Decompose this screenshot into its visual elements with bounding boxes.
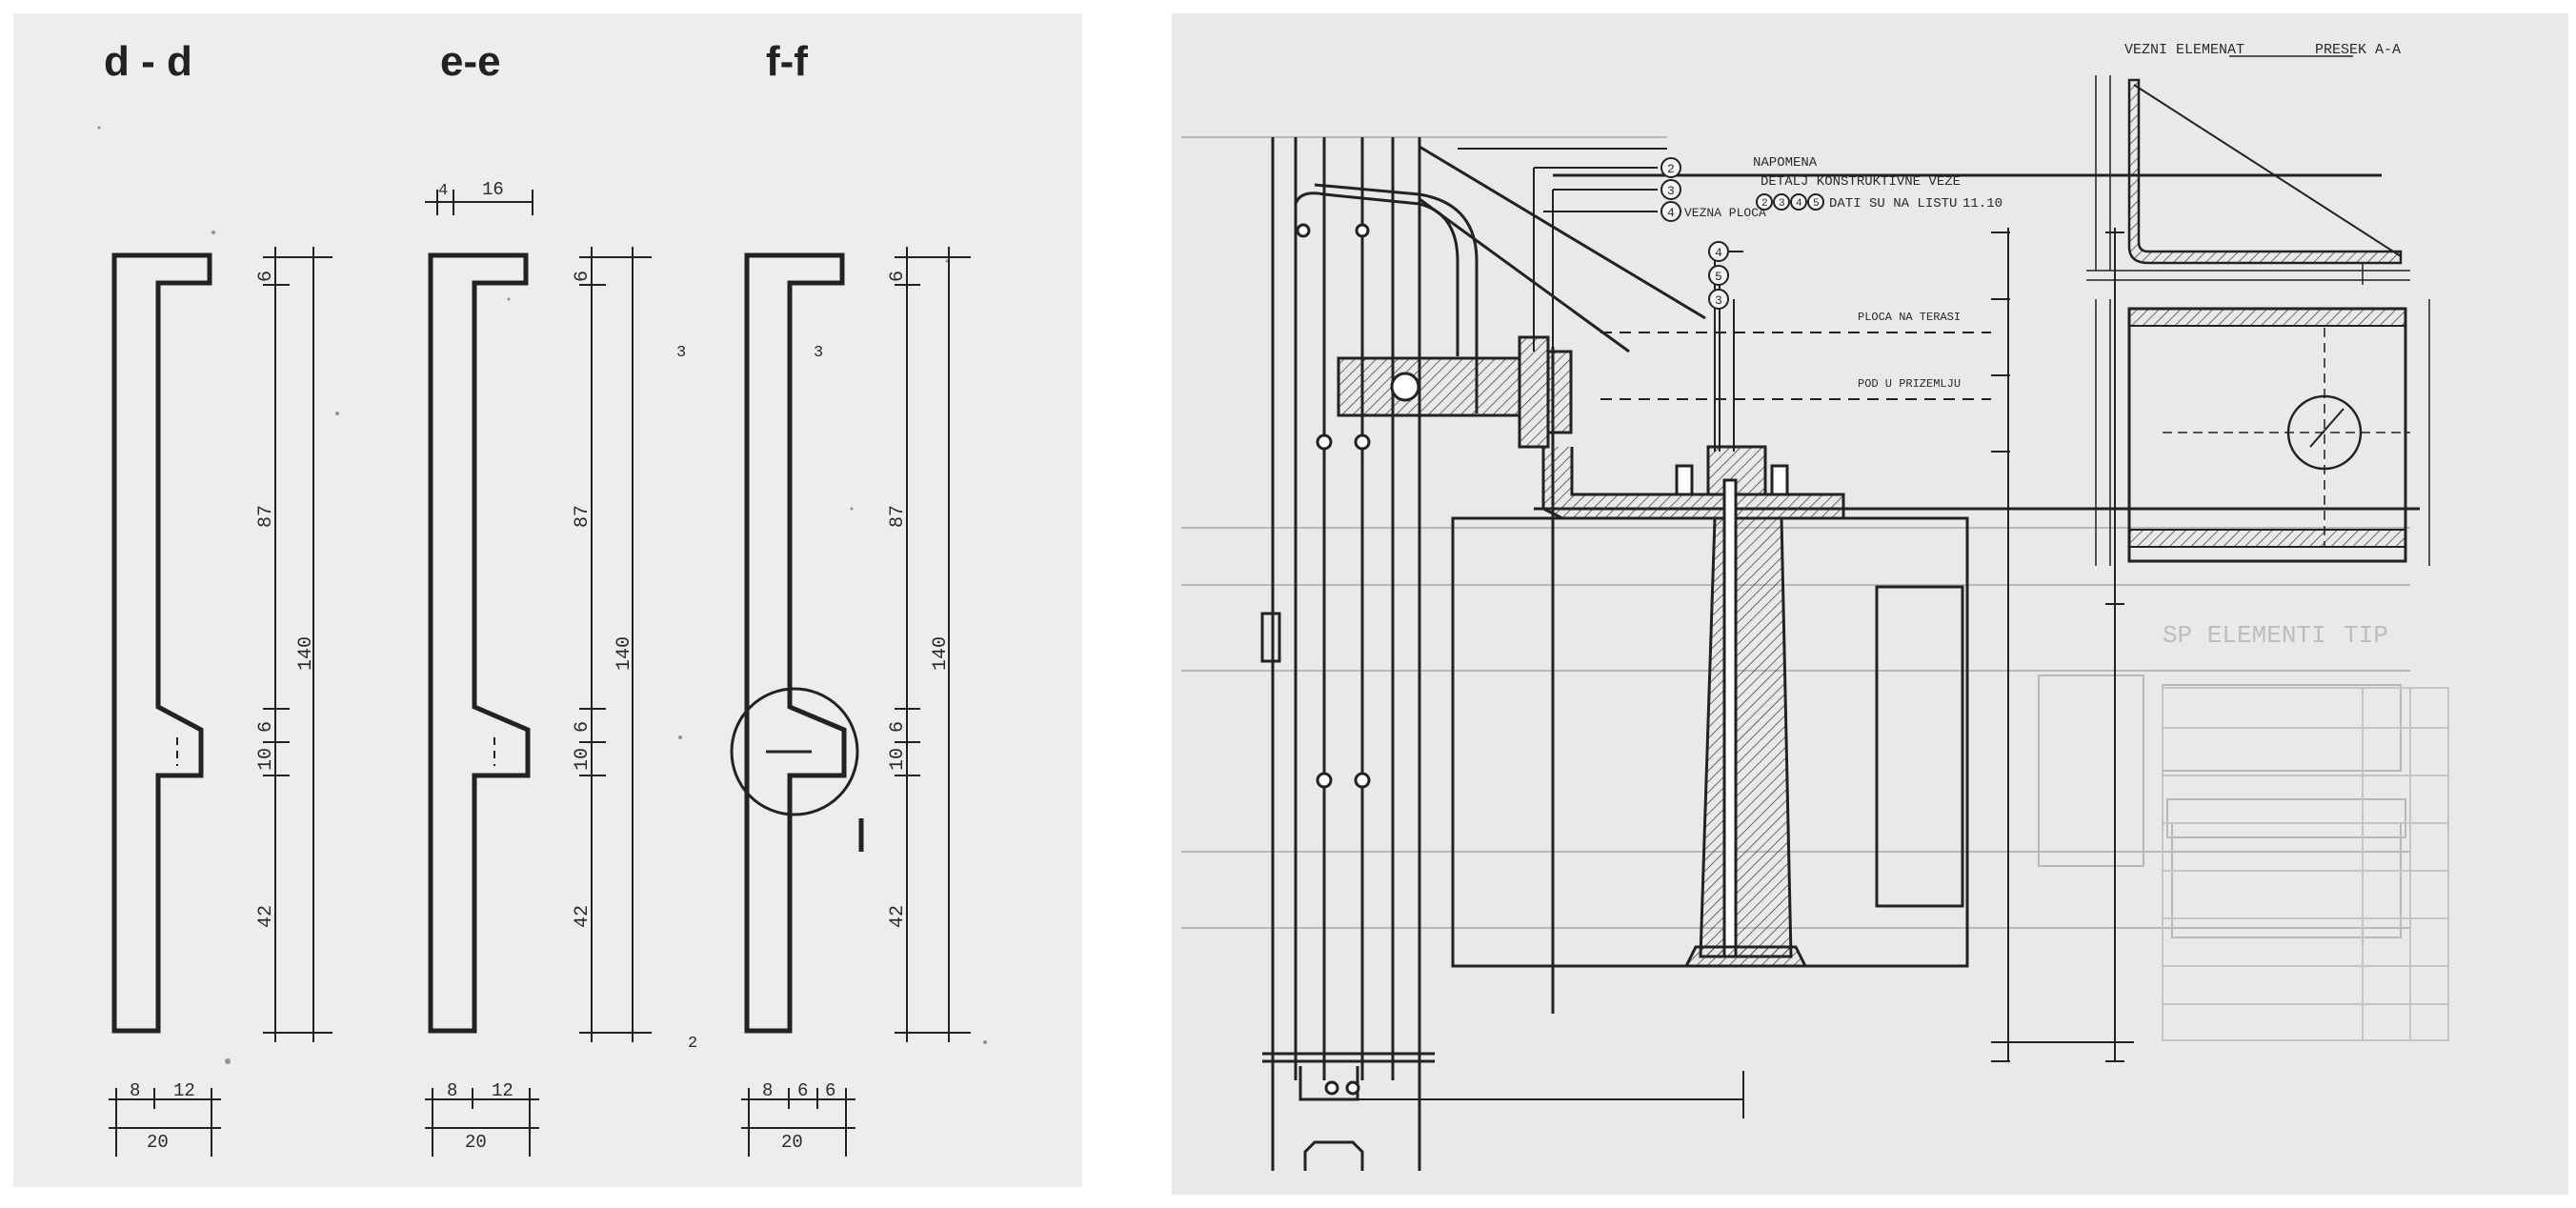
dim-middle-e: 87 <box>572 505 594 528</box>
dim-top-f: 6 <box>887 271 909 282</box>
faded-title: SP ELEMENTI <box>2163 621 2326 650</box>
top-width-dim-e <box>425 190 533 215</box>
note-circle-5: 5 <box>1813 198 1820 210</box>
dim-bottom-f: 42 <box>887 905 909 928</box>
plan-mid2-f: 6 <box>825 1080 835 1101</box>
plan-total-d: 20 <box>147 1132 169 1153</box>
section-title: PRESEK A-A <box>2315 42 2401 58</box>
note-title: NAPOMENA <box>1753 155 1818 171</box>
dim-bottom-e: 42 <box>572 905 594 928</box>
detail-circle <box>730 687 859 816</box>
lower-callout-4: 4 <box>1715 246 1722 260</box>
plan-mid-f: 6 <box>797 1080 808 1101</box>
detail-plan <box>2095 299 2430 566</box>
dim-top-d: 6 <box>255 271 277 282</box>
misc-mark-1: 3 <box>676 344 686 362</box>
column-element <box>1260 137 1435 1171</box>
leader-lines <box>1334 148 2134 1118</box>
note-sheet: 11.10 <box>1962 196 2002 211</box>
section-title-f: f-f <box>766 38 808 85</box>
note-circle-3: 3 <box>1779 198 1785 210</box>
left-drawing-panel: d - d 6 87 140 6 10 42 8 12 20 <box>13 13 1082 1187</box>
dim-line-d <box>263 247 332 1042</box>
plan-total-f: 20 <box>781 1132 803 1153</box>
label-vezna-ploca: VEZNA PLOCA <box>1684 206 1766 220</box>
plan-mid-d: 12 <box>173 1080 195 1101</box>
lower-callout-circle-3 <box>1708 289 1729 310</box>
connection-detail-drawing: SP ELEMENTI TIP <box>1181 42 2449 1171</box>
connector-plate <box>1337 335 1845 520</box>
dim-step-a-e: 10 <box>572 748 594 771</box>
plan-dims-f <box>741 1088 855 1157</box>
callout-circle-3 <box>1660 179 1681 200</box>
dim-total-d: 140 <box>295 636 317 671</box>
dim-total-e: 140 <box>614 636 635 671</box>
rebar-dots <box>1296 223 1371 1096</box>
faded-background-lines <box>1181 136 2410 938</box>
dim-bottom-d: 42 <box>255 905 277 928</box>
plan-top-e: 8 <box>447 1080 457 1101</box>
detail-title: VEZNI ELEMENAT <box>2124 42 2244 58</box>
top-width-small-e: 4 <box>438 182 448 200</box>
note-circle-4: 4 <box>1796 198 1802 210</box>
plan-top-d: 8 <box>130 1080 140 1101</box>
lower-callout-circle-4 <box>1708 241 1729 262</box>
vertical-dimension-chain <box>1991 232 2124 1062</box>
note-block: NAPOMENA DETALJ KONSTRUKTIVNE VEZE 2 3 4… <box>1753 155 2002 211</box>
dim-line-e <box>579 247 652 1042</box>
callout-circle-2 <box>1660 157 1681 178</box>
dim-middle-d: 87 <box>255 505 277 528</box>
lower-callout-3: 3 <box>1715 293 1722 308</box>
section-e-e: e-e 4 16 6 87 140 6 10 42 <box>425 38 652 1157</box>
top-beam <box>1294 145 2420 1014</box>
plan-top-f: 8 <box>762 1080 773 1101</box>
section-f-f: f-f 6 87 140 6 10 42 8 6 6 <box>730 38 971 1157</box>
detail-elevation: VEZNI ELEMENAT PRESEK A-A <box>2086 42 2410 285</box>
paper-speckles <box>97 126 987 1064</box>
callout-circle-4 <box>1660 201 1681 222</box>
label-pod-u-prizemlju: POD U PRIZEMLJU <box>1858 377 1961 391</box>
tapered-support <box>1675 445 1808 968</box>
callout-4: 4 <box>1667 206 1675 220</box>
dim-step-b-f: 6 <box>887 721 909 733</box>
dim-step-b-d: 6 <box>255 721 277 733</box>
note-line-1: DETALJ KONSTRUKTIVNE VEZE <box>1761 174 1961 190</box>
faded-tag: TIP <box>2344 621 2388 650</box>
profile-f-f <box>744 252 847 1034</box>
plan-dims-d <box>109 1088 221 1157</box>
dim-line-f <box>895 247 971 1042</box>
lower-callout-5: 5 <box>1715 270 1722 284</box>
misc-mark-2: 2 <box>688 1035 697 1053</box>
cross-sections-drawing: d - d 6 87 140 6 10 42 8 12 20 <box>97 38 987 1157</box>
dim-middle-f: 87 <box>887 505 909 528</box>
top-width-e: 16 <box>482 179 504 200</box>
section-title-d: d - d <box>104 38 192 85</box>
plan-dims-e <box>425 1088 539 1157</box>
dim-step-b-e: 6 <box>572 721 594 733</box>
dim-total-f: 140 <box>930 636 952 671</box>
label-ploca-na-terasi: PLOCA NA TERASI <box>1858 311 1961 324</box>
lower-callout-circle-5 <box>1708 265 1729 286</box>
faded-table <box>2162 687 2449 1041</box>
note-circle-2: 2 <box>1761 198 1768 210</box>
profile-d-d <box>111 252 212 1034</box>
section-title-e: e-e <box>440 38 501 85</box>
note-line-2: DATI SU NA LISTU <box>1829 196 1957 211</box>
callout-2: 2 <box>1667 162 1675 176</box>
plan-total-e: 20 <box>465 1132 487 1153</box>
right-drawing-panel: SP ELEMENTI TIP <box>1172 13 2568 1195</box>
plan-mid-e: 12 <box>492 1080 513 1101</box>
dim-step-a-d: 10 <box>255 748 277 771</box>
callout-3: 3 <box>1667 184 1675 198</box>
dim-top-e: 6 <box>572 271 594 282</box>
section-d-d: d - d 6 87 140 6 10 42 8 12 20 <box>104 38 332 1157</box>
dim-step-a-f: 10 <box>887 748 909 771</box>
profile-e-e <box>428 252 531 1034</box>
misc-mark-3: 3 <box>814 344 823 362</box>
